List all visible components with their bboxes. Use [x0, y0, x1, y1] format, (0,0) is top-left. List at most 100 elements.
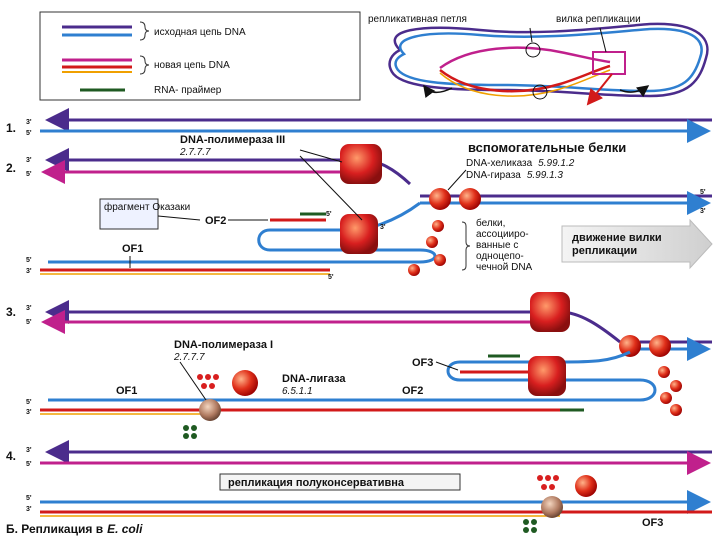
fork-movement-label-2: репликации: [572, 245, 637, 257]
step-5-ligase-ball: [575, 475, 597, 497]
step-3: 3. 3' 5' OF3 5' 3' OF1 OF2: [6, 292, 712, 439]
polymerase-i-pointer: [179, 361, 207, 401]
polymerase-iii-pointer-leading: [299, 149, 343, 163]
nucleotide-dot-1: [197, 374, 203, 380]
step-4: 4. 3' 5': [6, 440, 712, 475]
nucleotide-dot-3: [213, 374, 219, 380]
step-5-end-5: 5': [26, 495, 32, 502]
step-3-polymerase-leading: [530, 292, 570, 332]
step-2-number: 2.: [6, 161, 16, 175]
step-5-nucleotide-2: [545, 475, 551, 481]
semiconservative-box: [219, 473, 461, 491]
step-5: репликация полуконсервативна 5' 3' OF3 Б…: [6, 473, 712, 536]
legend-brace-new: [139, 55, 150, 75]
step-4-end-3: 3': [26, 447, 32, 454]
step-2-end-3-top: 3': [26, 157, 32, 164]
ssb-brace: [461, 221, 471, 271]
step-1-end-5: 5': [26, 130, 32, 137]
fork-movement-arrow: [561, 218, 713, 270]
polymerase-iii-label: DNA-полимераза III: [180, 134, 285, 146]
polymerase-iii-lagging: [340, 214, 378, 254]
step-1-end-3: 3': [26, 119, 32, 126]
step-2-of2-end-5: 5': [326, 211, 332, 218]
fork-zoom-arrow: [586, 73, 613, 106]
legend: исходная цепь DNA новая цепь DNA RNA- пр…: [39, 11, 361, 101]
step-2-end-5-top: 5': [26, 171, 32, 178]
primer-fragment-dot-2: [191, 425, 197, 431]
nucleotide-dot-2: [205, 374, 211, 380]
helicase-pointer: [447, 169, 467, 191]
aux-proteins-label: вспомогательные белки: [468, 140, 626, 155]
step-4-number: 4.: [6, 449, 16, 463]
loop-circle-top: [525, 42, 541, 58]
ssb-label-1: белки,: [476, 217, 505, 229]
step-2-of1-end-5: 5': [328, 274, 334, 281]
ssb-ball-2: [426, 236, 438, 248]
legend-brace-parent: [139, 21, 150, 41]
ssb-ball-4: [408, 264, 420, 276]
loop-arrow-left: [423, 84, 453, 98]
step-3-ssb-1: [658, 366, 670, 378]
step-1: 1. 3' 5': [6, 108, 712, 143]
loop-bubble-top-magenta: [439, 46, 611, 70]
polymerase-i-ec: 2.7.7.7: [173, 352, 205, 363]
ligase-label: DNA-лигаза: [282, 373, 346, 385]
replication-loop-label: репликативная петля: [368, 14, 467, 25]
step-5-primer-dot-4: [531, 527, 537, 533]
step-3-end-3: 3': [26, 305, 32, 312]
okazaki-pointer: [157, 215, 201, 221]
ssb-ball-3: [434, 254, 446, 266]
step-2: 2. 3' 5' 5' 3' 5' 3' 5' 3' 5' DNA-полим: [6, 134, 713, 281]
step-5-polymerase-i-ball: [541, 496, 563, 518]
primer-fragment-dot-4: [191, 433, 197, 439]
step-5-primer-dot-2: [531, 519, 537, 525]
step-2-end-3-right: 3': [700, 208, 706, 215]
ligase-ball: [232, 370, 258, 396]
step-3-end-5: 5': [26, 319, 32, 326]
step-5-primer-dot-3: [523, 527, 529, 533]
step-2-end-5-right: 5': [700, 189, 706, 196]
of1-label-step2: OF1: [122, 243, 143, 255]
loop-bubble-bottom-orange: [439, 69, 611, 97]
of1-label-step3: OF1: [116, 385, 137, 397]
step-5-nucleotide-3: [553, 475, 559, 481]
ssb-label-5: чечной DNA: [476, 262, 533, 273]
helicase-ball: [429, 188, 451, 210]
loop-arrow-right: [619, 85, 650, 98]
step-3-end-3-bottom: 3': [26, 409, 32, 416]
step-3-polymerase-lagging: [528, 356, 566, 396]
semiconservative-label: репликация полуконсервативна: [228, 477, 405, 489]
step-5-end-3: 3': [26, 506, 32, 513]
fork-movement-label-1: движение вилки: [572, 232, 662, 244]
polymerase-iii-pointer-lagging: [299, 155, 363, 221]
replication-loop-illustration: репликативная петля вилка репликации: [368, 14, 709, 106]
step-3-lagging-template: [48, 350, 657, 402]
step-2-of2-end-3: 3': [380, 224, 386, 231]
of3-label-step3: OF3: [412, 357, 433, 369]
loop-pointer: [529, 27, 533, 43]
nucleotide-dot-4: [201, 383, 207, 389]
step-3-ssb-2: [670, 380, 682, 392]
step-3-end-5-bottom: 5': [26, 399, 32, 406]
loop-outer-purple: [388, 22, 709, 98]
step-2-lagging-template: [48, 201, 437, 264]
step-5-nucleotide-1: [537, 475, 543, 481]
of2-label-step3: OF2: [402, 385, 423, 397]
fork-highlight-box: [592, 51, 626, 75]
ssb-ball-1: [432, 220, 444, 232]
step-5-primer-dot-1: [523, 519, 529, 525]
step-3-gyrase-ball: [649, 335, 671, 357]
step-5-nucleotide-5: [549, 484, 555, 490]
okazaki-fragment-box: [99, 198, 159, 230]
of2-label-step2: OF2: [205, 215, 226, 227]
ssb-label-3: ванные с: [476, 240, 518, 251]
legend-primer-label: RNA- праймер: [154, 85, 222, 96]
nucleotide-dot-5: [209, 383, 215, 389]
ssb-label-2: ассоцииро-: [476, 229, 529, 240]
ssb-label-4: одноцепо-: [476, 251, 524, 262]
of3-pointer: [435, 361, 459, 371]
